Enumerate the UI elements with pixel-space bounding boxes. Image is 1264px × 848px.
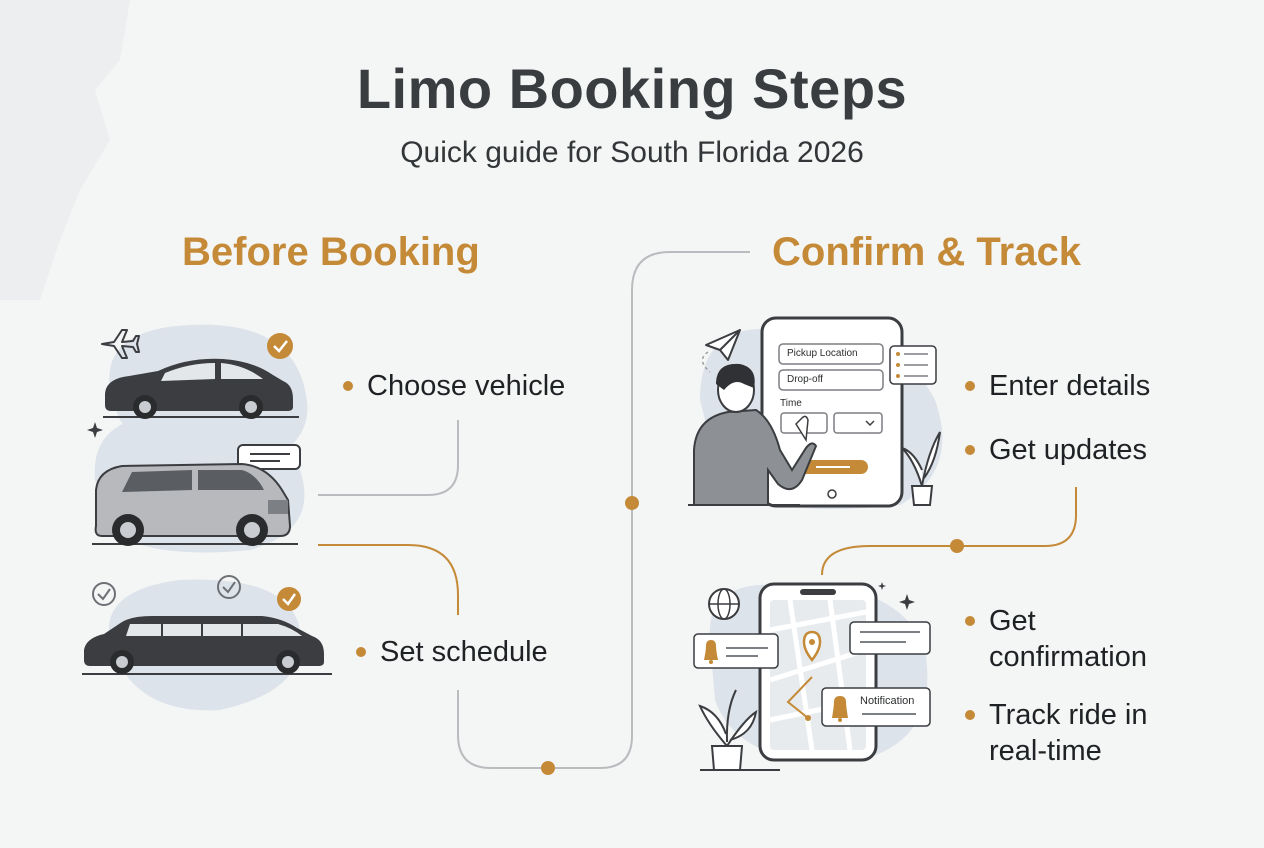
step-label: Get confirmation bbox=[989, 605, 1147, 673]
bullet-dot bbox=[356, 647, 366, 657]
plant-icon bbox=[901, 431, 941, 506]
bullet-dot bbox=[965, 445, 975, 455]
connector-right bbox=[821, 487, 1077, 576]
corner-texture bbox=[0, 0, 130, 300]
step-label: Set schedule bbox=[380, 636, 548, 668]
phone-device bbox=[758, 582, 878, 762]
section-heading-before-booking: Before Booking bbox=[182, 230, 480, 274]
step-get-confirmation: Get confirmation bbox=[965, 603, 1189, 675]
bullet-dot bbox=[965, 710, 975, 720]
map-pin-icon bbox=[802, 630, 822, 663]
person-figure bbox=[688, 363, 818, 506]
check-icon bbox=[267, 333, 293, 359]
step-get-updates: Get updates bbox=[965, 432, 1147, 468]
page-subtitle: Quick guide for South Florida 2026 bbox=[400, 136, 864, 169]
plant-icon-2 bbox=[698, 689, 780, 771]
step-label: Get updates bbox=[989, 434, 1147, 466]
bullet-dot bbox=[965, 381, 975, 391]
time-field-label: Time bbox=[780, 398, 802, 409]
step-track-ride: Track ride in real-time bbox=[965, 697, 1189, 769]
sparkle-icon-3 bbox=[878, 582, 886, 590]
sedan-car bbox=[103, 358, 299, 419]
message-bubble-right bbox=[849, 621, 931, 655]
check-icon-gold bbox=[277, 587, 301, 611]
dropdown-bubble bbox=[889, 345, 937, 385]
bullet-dot bbox=[343, 381, 353, 391]
airplane-icon bbox=[101, 329, 140, 359]
step-label: Choose vehicle bbox=[367, 370, 566, 402]
pickup-field-label: Pickup Location bbox=[787, 348, 858, 359]
page-title: Limo Booking Steps bbox=[356, 57, 908, 120]
paper-plane-icon bbox=[701, 329, 741, 373]
notification-bubble bbox=[821, 687, 931, 727]
suv-car bbox=[92, 462, 298, 546]
connector-left bbox=[318, 251, 750, 775]
sparkle-icon-2 bbox=[899, 594, 915, 610]
tablet-device bbox=[760, 316, 904, 508]
bell-icon-2 bbox=[832, 696, 848, 722]
step-choose-vehicle: Choose vehicle bbox=[343, 368, 566, 404]
notification-label: Notification bbox=[860, 695, 915, 707]
dropoff-field-label: Drop-off bbox=[787, 374, 823, 385]
check-icon-gray-1 bbox=[92, 582, 116, 606]
step-label: Enter details bbox=[989, 370, 1151, 402]
globe-icon bbox=[708, 588, 740, 620]
sparkle-icon bbox=[87, 422, 103, 438]
bell-bubble-left bbox=[693, 633, 779, 669]
step-label: Track ride in real-time bbox=[989, 699, 1148, 767]
step-set-schedule: Set schedule bbox=[356, 634, 548, 670]
step-enter-details: Enter details bbox=[965, 368, 1151, 404]
limousine-car bbox=[82, 616, 332, 675]
check-icon-gray-2 bbox=[217, 575, 241, 599]
bullet-dot bbox=[965, 616, 975, 626]
section-heading-confirm-track: Confirm & Track bbox=[772, 230, 1081, 274]
check-mark-gold bbox=[282, 593, 297, 606]
bell-icon bbox=[704, 640, 718, 664]
check-mark bbox=[273, 340, 288, 353]
